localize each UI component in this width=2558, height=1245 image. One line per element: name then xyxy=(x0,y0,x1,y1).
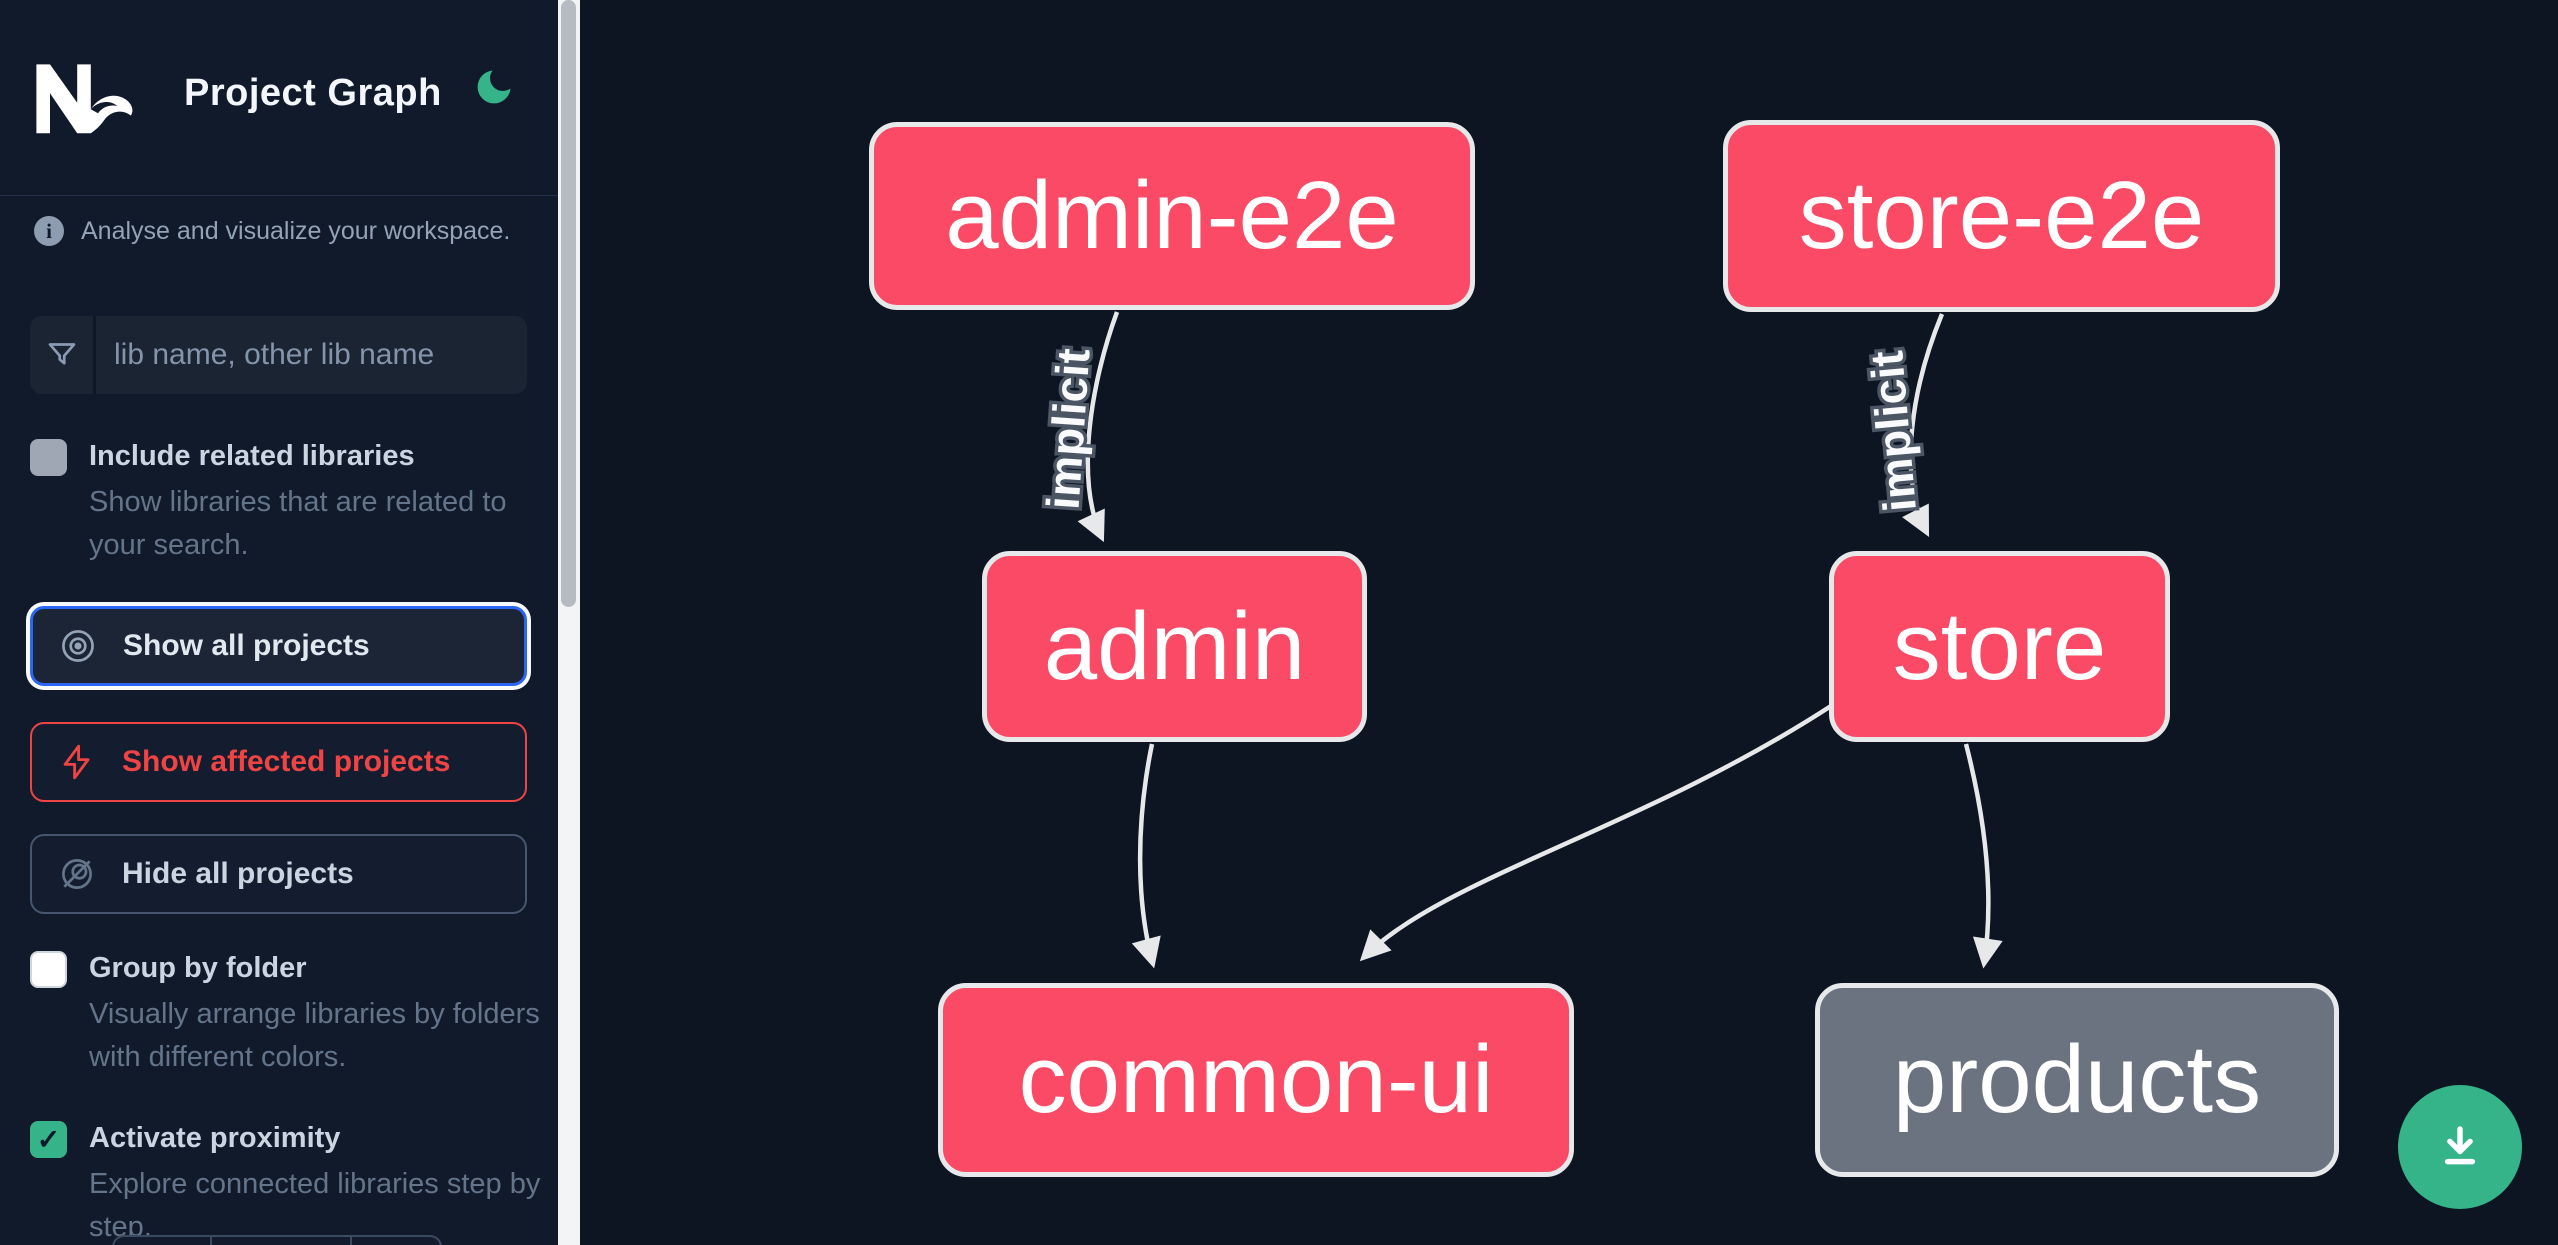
theme-toggle-button[interactable] xyxy=(468,62,520,114)
activate-proximity-description: Explore connected libraries step by step… xyxy=(89,1168,541,1243)
download-icon xyxy=(2444,1126,2476,1165)
project-node-products[interactable]: products xyxy=(1815,983,2339,1177)
nx-logo-icon xyxy=(36,64,133,134)
group-by-folder-description: Visually arrange libraries by folders wi… xyxy=(89,998,540,1073)
project-node-store[interactable]: store xyxy=(1829,551,2170,742)
activate-proximity-label: Activate proximity xyxy=(89,1122,341,1154)
page-title: Project Graph xyxy=(184,72,442,114)
group-by-folder-label: Group by folder xyxy=(89,952,307,984)
workspace-tagline-row: i Analyse and visualize your workspace. xyxy=(34,216,534,246)
option-activate-proximity: ✓ Activate proximity Explore connected l… xyxy=(30,1118,551,1245)
eye-off-icon xyxy=(62,859,92,889)
edge-label-implicit-left: implicit xyxy=(1036,347,1099,511)
show-affected-projects-button[interactable]: Show affected projects xyxy=(30,722,527,802)
sidebar-scrollbar[interactable] xyxy=(558,0,580,1245)
group-by-folder-checkbox[interactable] xyxy=(30,951,67,988)
search-input[interactable] xyxy=(96,316,527,394)
edge-label-implicit-right: implicit xyxy=(1860,349,1926,514)
funnel-icon xyxy=(30,316,96,394)
edge-store-to-products xyxy=(1963,743,2003,969)
search-box xyxy=(30,316,527,394)
graph-edges: implicit implicit xyxy=(1033,311,2003,969)
show-affected-projects-label: Show affected projects xyxy=(122,745,451,778)
bolt-icon xyxy=(63,744,90,780)
eye-icon xyxy=(62,630,94,662)
project-node-admin-e2e[interactable]: admin-e2e xyxy=(869,122,1475,310)
workspace-tagline: Analyse and visualize your workspace. xyxy=(81,216,511,245)
sidebar-scrollbar-thumb[interactable] xyxy=(561,0,576,607)
option-group-by-folder: Group by folder Visually arrange librari… xyxy=(30,948,551,1079)
include-related-description: Show libraries that are related to your … xyxy=(89,486,507,561)
proximity-depth-stepper[interactable] xyxy=(112,1235,442,1245)
sidebar-header: Project Graph xyxy=(0,0,558,196)
activate-proximity-checkbox[interactable]: ✓ xyxy=(30,1121,67,1158)
hide-all-projects-button[interactable]: Hide all projects xyxy=(30,834,527,914)
download-graph-button[interactable] xyxy=(2398,1085,2522,1209)
edge-admin-to-common-ui xyxy=(1131,743,1161,969)
edge-store-e2e-to-store xyxy=(1902,313,1945,538)
hide-all-projects-label: Hide all projects xyxy=(122,857,354,890)
show-all-projects-button[interactable]: Show all projects xyxy=(30,606,527,686)
edge-admin-e2e-to-admin xyxy=(1077,311,1120,543)
edge-store-to-common-ui xyxy=(1359,704,1833,962)
project-node-common-ui[interactable]: common-ui xyxy=(938,983,1574,1177)
moon-icon xyxy=(477,70,511,103)
project-node-admin[interactable]: admin xyxy=(982,551,1367,742)
option-include-related: Include related libraries Show libraries… xyxy=(30,436,551,567)
show-all-projects-label: Show all projects xyxy=(123,629,370,662)
info-icon: i xyxy=(34,216,64,246)
include-related-checkbox[interactable] xyxy=(30,439,67,476)
graph-canvas[interactable]: implicit implicit admin-e2e store-e2e ad… xyxy=(580,0,2558,1245)
sidebar: Project Graph i Analyse and visualize yo… xyxy=(0,0,558,1245)
project-node-store-e2e[interactable]: store-e2e xyxy=(1723,120,2280,312)
include-related-label: Include related libraries xyxy=(89,440,415,472)
